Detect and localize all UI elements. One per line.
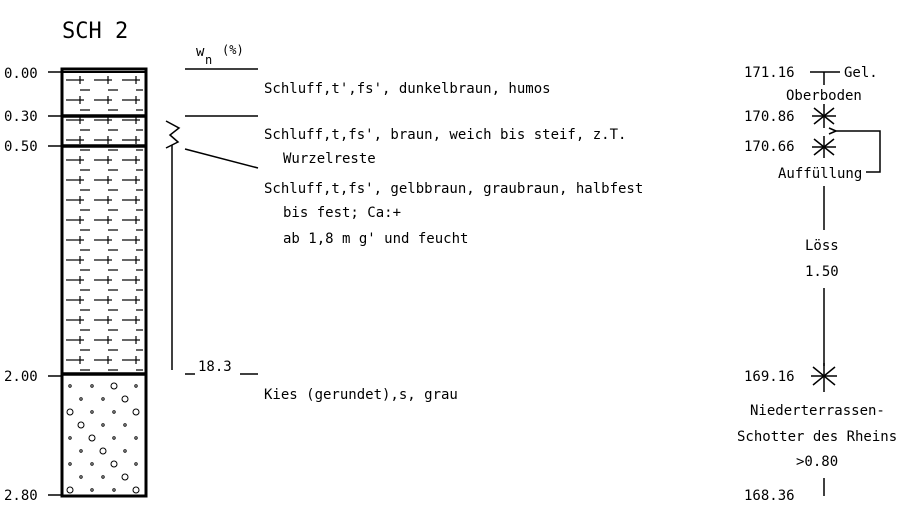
- elevation-4: 168.36: [744, 488, 795, 504]
- moisture-header: w n (%): [196, 43, 244, 67]
- moisture-unit: (%): [222, 43, 244, 57]
- gravel-mark: [68, 462, 72, 466]
- unit-schotter-line-2: Schotter des Rheins: [737, 429, 897, 445]
- gravel-mark: [88, 434, 96, 442]
- unit-oberboden-line-2: Oberboden: [786, 88, 862, 104]
- depth-label-4: 2.80: [4, 488, 38, 504]
- gravel-mark: [134, 436, 138, 440]
- moisture-value: 18.3: [198, 359, 232, 375]
- profile-title: SCH 2: [62, 19, 128, 44]
- layer-descriptions: Schluff,t',fs', dunkelbraun, humos Schlu…: [264, 81, 643, 403]
- elevation-2: 170.66: [744, 139, 795, 155]
- gravel-mark: [68, 436, 72, 440]
- gravel-mark: [66, 486, 74, 494]
- elevation-1: 170.86: [744, 109, 795, 125]
- depth-ticks: [48, 71, 62, 496]
- gravel-mark: [77, 421, 85, 429]
- layer-2-line-1: Schluff,t,fs', braun, weich bis steif, z…: [264, 127, 626, 143]
- stratigraphy-lines: [810, 71, 881, 496]
- layer-3-line-3: ab 1,8 m g' und feucht: [283, 231, 468, 247]
- gravel-mark: [110, 460, 118, 468]
- stratigraphy-column: 171.16 170.86 170.66 169.16 168.36 Gel. …: [737, 65, 897, 504]
- gravel-mark: [90, 410, 94, 414]
- moisture-symbol: w: [196, 44, 205, 60]
- gravel-mark: [121, 473, 129, 481]
- gravel-mark: [79, 475, 83, 479]
- gravel-mark: [132, 408, 140, 416]
- layer-2-line-2: Wurzelreste: [283, 151, 376, 167]
- layer-1-line-1: Schluff,t',fs', dunkelbraun, humos: [264, 81, 551, 97]
- gravel-mark: [68, 384, 72, 388]
- gravel-mark: [134, 462, 138, 466]
- gravel-mark: [90, 384, 94, 388]
- unit-loess-line-2: 1.50: [805, 264, 839, 280]
- gravel-mark: [101, 475, 105, 479]
- silt-hatch-pattern: [66, 76, 143, 371]
- unit-loess-line-1: Löss: [805, 238, 839, 254]
- gravel-mark: [101, 397, 105, 401]
- gravel-mark: [99, 447, 107, 455]
- depth-label-0: 0.00: [4, 66, 38, 82]
- elevation-0: 171.16: [744, 65, 795, 81]
- gravel-pattern: [66, 382, 140, 494]
- depth-label-2: 0.50: [4, 139, 38, 155]
- gravel-mark: [123, 449, 127, 453]
- gravel-mark: [90, 462, 94, 466]
- gravel-mark: [79, 397, 83, 401]
- gravel-mark: [90, 488, 94, 492]
- depth-label-3: 2.00: [4, 369, 38, 385]
- gravel-mark: [112, 410, 116, 414]
- unit-schotter-line-1: Niederterrassen-: [750, 403, 885, 419]
- gravel-mark: [101, 423, 105, 427]
- gravel-mark: [123, 423, 127, 427]
- unit-auffuellung: Auffüllung: [778, 166, 862, 182]
- gravel-mark: [121, 395, 129, 403]
- unit-oberboden-line-1: Gel.: [844, 65, 878, 81]
- unit-schotter-line-3: >0.80: [796, 454, 838, 470]
- moisture-lines: [165, 68, 259, 375]
- gravel-mark: [132, 486, 140, 494]
- layer-4-line-1: Kies (gerundet),s, grau: [264, 387, 458, 403]
- depth-label-1: 0.30: [4, 109, 38, 125]
- gravel-mark: [134, 384, 138, 388]
- gravel-mark: [112, 436, 116, 440]
- gravel-mark: [66, 408, 74, 416]
- soil-column: [60, 67, 148, 498]
- gravel-mark: [110, 382, 118, 390]
- gravel-mark: [79, 449, 83, 453]
- layer-3-line-2: bis fest; Ca:+: [283, 205, 401, 221]
- gravel-mark: [112, 488, 116, 492]
- elevation-3: 169.16: [744, 369, 795, 385]
- moisture-subscript: n: [205, 53, 212, 67]
- layer-3-line-1: Schluff,t,fs', gelbbraun, graubraun, hal…: [264, 181, 643, 197]
